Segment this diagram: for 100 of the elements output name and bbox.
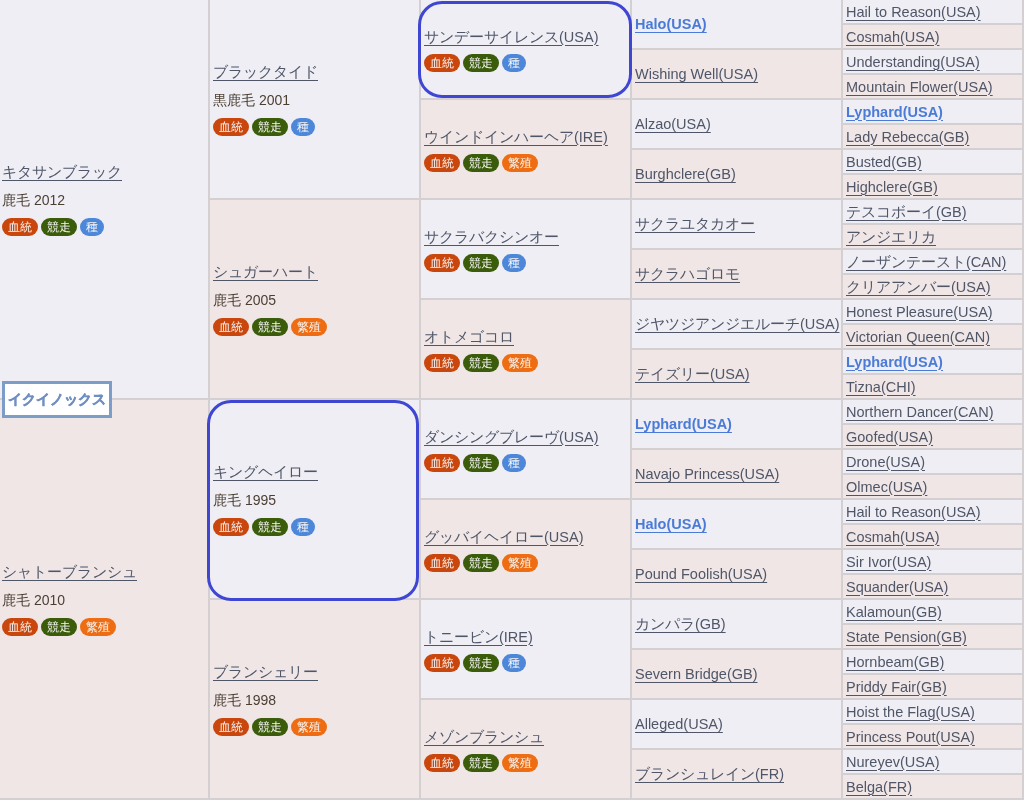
coat-year-text: 鹿毛 2010 [2, 591, 66, 610]
pedigree-cell [632, 400, 843, 450]
horse-name-link: サクラハゴロモ [635, 265, 740, 284]
pedigree-cell [843, 425, 1024, 450]
horse-name-link: Wishing Well(USA) [635, 65, 758, 84]
pedigree-cell [843, 0, 1024, 25]
category-tag: 競走 [252, 318, 288, 336]
coat-year-text: 鹿毛 1998 [213, 691, 277, 710]
category-tag: 種 [80, 218, 104, 236]
category-tag: 繁殖 [80, 618, 116, 636]
pedigree-cell [632, 700, 843, 750]
category-tag: 血統 [424, 553, 460, 572]
pedigree-cell [843, 775, 1024, 800]
category-tag: 競走 [463, 753, 499, 772]
pedigree-cell [843, 750, 1024, 775]
category-tag: 血統 [213, 118, 249, 136]
horse-name-link: ノーザンテースト(CAN) [846, 252, 1007, 272]
horse-name-link: カンパラ(GB) [635, 615, 726, 634]
pedigree-cell [632, 650, 843, 700]
category-tag: 競走 [252, 718, 288, 736]
horse-name-link: Navajo Princess(USA) [635, 465, 780, 484]
horse-name-link: ブランシュレイン(FR) [635, 765, 784, 784]
pedigree-cell [843, 275, 1024, 300]
horse-name-link: キタサンブラック [2, 163, 122, 182]
pedigree-cell [843, 50, 1024, 75]
category-tag: 競走 [463, 153, 499, 172]
pedigree-cell [843, 525, 1024, 550]
pedigree-cell [421, 200, 632, 300]
pedigree-cell [843, 400, 1024, 425]
pedigree-cell [843, 450, 1024, 475]
horse-name-link: Hail to Reason(USA) [846, 502, 981, 522]
horse-name-link: Princess Pout(USA) [846, 727, 975, 747]
horse-name-link: Cosmah(USA) [846, 27, 940, 47]
horse-name-link: メゾンブランシュ [424, 727, 544, 747]
pedigree-cell [632, 600, 843, 650]
pedigree-cell [632, 250, 843, 300]
category-tag: 血統 [2, 218, 38, 236]
horse-name-link: Lady Rebecca(GB) [846, 127, 970, 147]
pedigree-cell [843, 300, 1024, 325]
horse-name-link: オトメゴコロ [424, 327, 514, 347]
horse-name-link: Drone(USA) [846, 452, 925, 472]
coat-year-text: 黒鹿毛 2001 [213, 91, 291, 110]
horse-name-link: State Pension(GB) [846, 627, 967, 647]
category-tag: 血統 [424, 253, 460, 272]
category-tag: 競走 [252, 518, 288, 536]
pedigree-cell [632, 350, 843, 400]
pedigree-cell [843, 125, 1024, 150]
category-tag: 競走 [463, 653, 499, 672]
pedigree-cell [632, 750, 843, 800]
pedigree-cell [843, 650, 1024, 675]
horse-name-link: Victorian Queen(CAN) [846, 327, 990, 347]
horse-name-link: Highclere(GB) [846, 177, 938, 197]
horse-name-link: Alleged(USA) [635, 715, 723, 734]
pedigree-cell [632, 500, 843, 550]
horse-name-link: Priddy Fair(GB) [846, 677, 947, 697]
horse-name-link: Kalamoun(GB) [846, 602, 942, 622]
pedigree-cell [843, 550, 1024, 575]
horse-name-link: Cosmah(USA) [846, 527, 940, 547]
category-tag: 種 [291, 118, 315, 136]
category-tag: 血統 [424, 753, 460, 772]
pedigree-cell [843, 100, 1024, 125]
category-tag: 繁殖 [502, 153, 538, 172]
pedigree-cell [843, 75, 1024, 100]
pedigree-cell [421, 300, 632, 400]
pedigree-cell [843, 225, 1024, 250]
coat-year-text: 鹿毛 2012 [2, 191, 66, 210]
category-tag: 血統 [424, 653, 460, 672]
horse-name-link: Northern Dancer(CAN) [846, 402, 994, 422]
horse-name-link: Sir Ivor(USA) [846, 552, 932, 572]
category-tag: 種 [502, 253, 526, 272]
pedigree-cell [843, 625, 1024, 650]
horse-name-link: Halo(USA) [635, 15, 707, 34]
horse-name-link: Hoist the Flag(USA) [846, 702, 975, 722]
horse-name-link: サンデーサイレンス(USA) [424, 27, 599, 47]
horse-name-link: Severn Bridge(GB) [635, 665, 758, 684]
pedigree-cell [843, 575, 1024, 600]
horse-name-link: Lyphard(USA) [635, 415, 732, 434]
category-tag: 競走 [463, 553, 499, 572]
horse-name-link: シュガーハート [213, 263, 318, 282]
pedigree-cell [843, 700, 1024, 725]
pedigree-cell [843, 600, 1024, 625]
category-tag: 血統 [424, 153, 460, 172]
category-tag: 種 [291, 518, 315, 536]
horse-name-link: ダンシングブレーヴ(USA) [424, 427, 599, 447]
horse-name-link: ブラックタイド [213, 63, 318, 82]
horse-name-link: Lyphard(USA) [846, 352, 943, 372]
pedigree-cell [210, 600, 421, 800]
pedigree-cell [632, 550, 843, 600]
category-tag: 繁殖 [502, 753, 538, 772]
horse-name-link: キングヘイロー [213, 463, 318, 482]
horse-name-link: ジヤツジアンジエルーチ(USA) [635, 315, 840, 334]
horse-name-link: Nureyev(USA) [846, 752, 940, 772]
horse-name-link: ウインドインハーヘア(IRE) [424, 127, 608, 147]
category-tag: 血統 [424, 353, 460, 372]
category-tag: 競走 [463, 453, 499, 472]
pedigree-cell [632, 450, 843, 500]
category-tag: 繁殖 [502, 353, 538, 372]
pedigree-cell [632, 150, 843, 200]
horse-name-link: テスコボーイ(GB) [846, 202, 967, 222]
category-tag: 血統 [424, 53, 460, 72]
